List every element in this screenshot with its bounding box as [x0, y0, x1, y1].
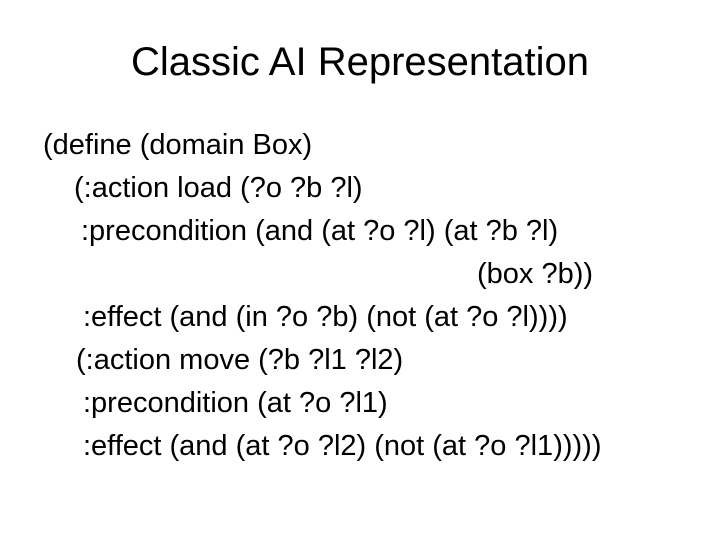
code-line: :effect (and (in ?o ?b) (not (at ?o ?l))… — [83, 301, 568, 333]
code-line: (:action load (?o ?b ?l) — [74, 172, 363, 204]
code-block: (define (domain Box) (:action load (?o ?b… — [0, 124, 720, 468]
code-line: :precondition (and (at ?o ?l) (at ?b ?l) — [81, 215, 559, 247]
slide-title: Classic AI Representation — [130, 40, 589, 84]
code-line: :effect (and (at ?o ?l2) (not (at ?o ?l1… — [83, 430, 602, 462]
code-line: (box ?b)) — [477, 258, 594, 290]
code-line: :precondition (at ?o ?l1) — [83, 387, 388, 419]
code-line: (define (domain Box) — [43, 129, 313, 161]
code-line: (:action move (?b ?l1 ?l2) — [76, 344, 404, 376]
